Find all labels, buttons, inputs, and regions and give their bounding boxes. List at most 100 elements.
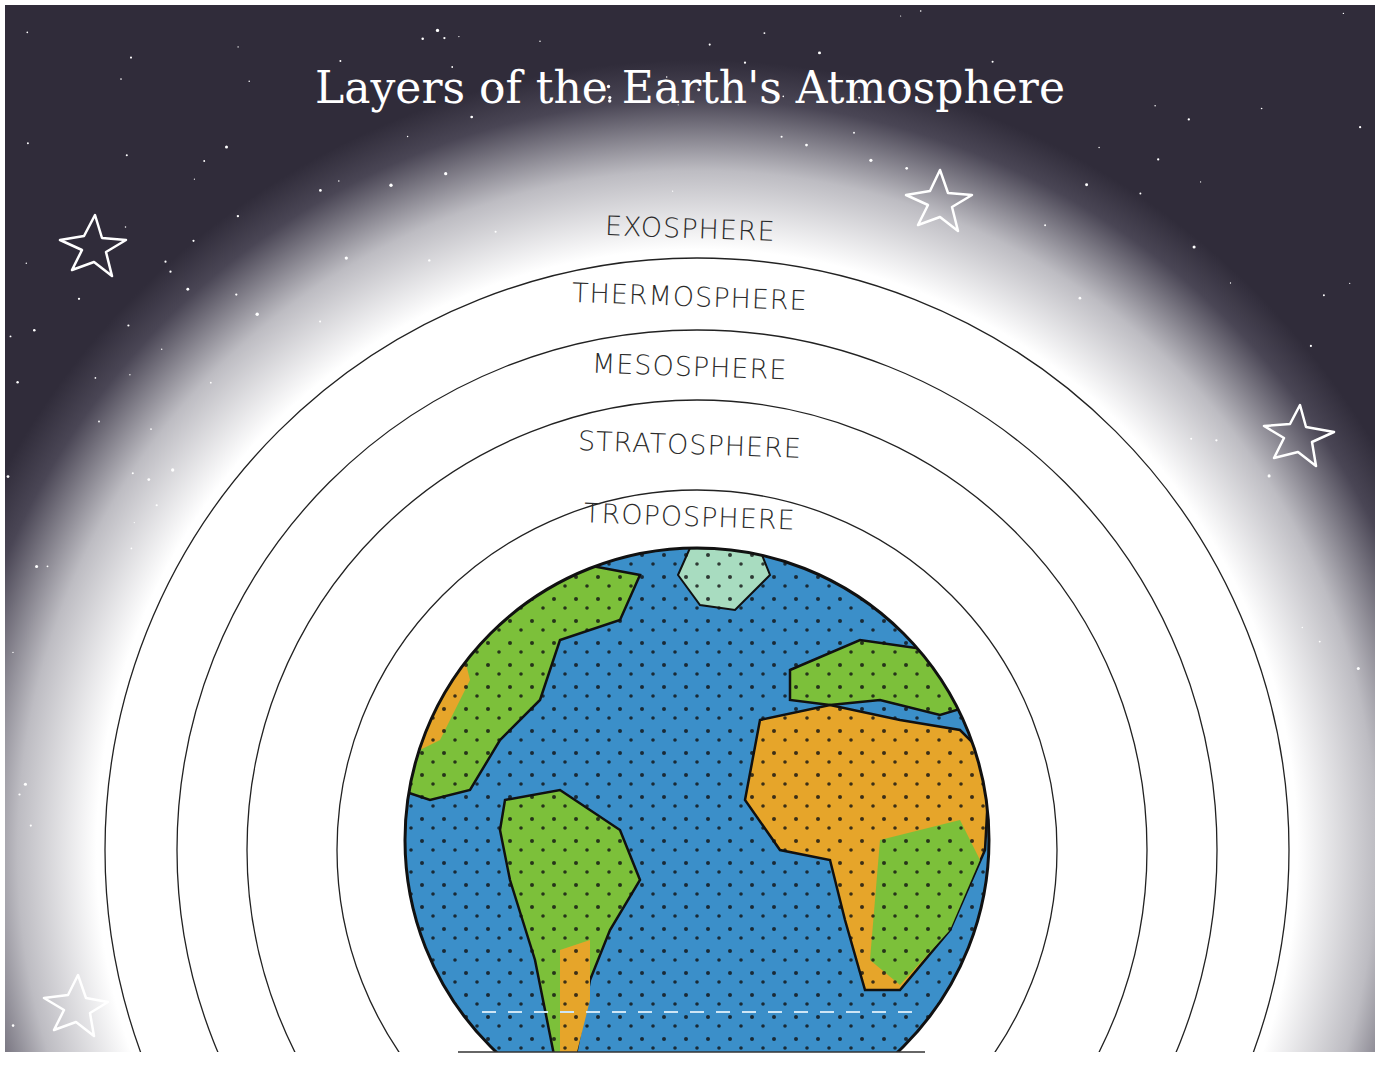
star-dot — [26, 262, 27, 263]
star-dot — [1193, 245, 1196, 248]
star-dot — [1349, 283, 1350, 284]
star-dot — [1230, 282, 1231, 283]
star-dot — [10, 335, 12, 337]
star-dot — [1323, 294, 1325, 296]
star-dot — [192, 240, 194, 242]
star-dot — [1268, 474, 1271, 477]
star-dot — [853, 132, 855, 134]
star-dot — [134, 522, 135, 523]
star-dot — [164, 261, 166, 263]
star-dot — [539, 40, 540, 41]
star-dot — [1310, 345, 1312, 347]
star-dot — [900, 15, 901, 16]
star-dot — [120, 78, 122, 80]
star-dot — [7, 475, 10, 478]
star-dot — [1139, 193, 1141, 195]
star-dot — [1154, 105, 1156, 107]
star-dot — [1357, 667, 1360, 670]
star-dot — [319, 321, 321, 323]
star-dot — [256, 313, 259, 316]
star-dot — [1157, 158, 1159, 160]
star-dot — [905, 167, 908, 170]
star-dot — [1359, 126, 1361, 128]
star-dot — [805, 144, 808, 147]
star-dot — [129, 374, 130, 375]
star-dot — [1319, 641, 1321, 643]
star-dot — [132, 472, 134, 474]
star-dot — [248, 81, 250, 83]
star-dot — [237, 46, 238, 47]
star-dot — [709, 44, 711, 46]
star-dot — [12, 1024, 15, 1027]
star-dot — [1215, 439, 1217, 441]
star-dot — [12, 652, 13, 653]
star-dot — [1085, 183, 1088, 186]
star-dot — [781, 136, 783, 138]
star-dot — [147, 478, 150, 481]
star-dot — [470, 116, 473, 119]
star-dot — [1190, 438, 1192, 440]
star-dot — [869, 159, 872, 162]
earth — [400, 540, 1000, 1052]
star-dot — [1188, 118, 1190, 120]
star-dot — [95, 377, 97, 379]
star-dot — [444, 172, 447, 175]
star-dot — [33, 329, 36, 332]
star-dot — [169, 271, 171, 273]
star-dot — [18, 793, 20, 795]
star-dot — [1200, 181, 1201, 182]
star-dot — [339, 60, 341, 62]
star-dot — [47, 565, 49, 567]
star-dot — [345, 256, 348, 259]
layer-label: EXOSPHERE — [605, 210, 777, 247]
star-dot — [818, 51, 821, 54]
star-dot — [1098, 147, 1099, 148]
diagram-title: Layers of the Earth's Atmosphere — [0, 62, 1380, 113]
star-dot — [319, 189, 322, 192]
star-dot — [421, 37, 424, 40]
star-dot — [130, 57, 132, 59]
star-dot — [407, 136, 408, 137]
star-dot — [156, 504, 158, 506]
star-dot — [161, 349, 162, 350]
star-dot — [127, 324, 129, 326]
star-dot — [26, 31, 28, 33]
star-dot — [78, 298, 80, 300]
star-dot — [672, 191, 673, 192]
star-dot — [443, 37, 445, 39]
star-dot — [458, 36, 459, 37]
star-dot — [16, 381, 18, 383]
star-dot — [186, 288, 189, 291]
star-dot — [225, 145, 228, 148]
star-dot — [171, 468, 174, 471]
star-dot — [194, 179, 195, 180]
star-dot — [1343, 13, 1344, 14]
dashed-line — [482, 1011, 912, 1013]
star-dot — [436, 29, 439, 32]
star-dot — [763, 32, 765, 34]
star-dot — [27, 142, 29, 144]
star-dot — [125, 226, 127, 228]
star-dot — [1302, 627, 1304, 629]
star-dot — [1044, 224, 1046, 226]
star-dot — [24, 783, 27, 786]
star-dot — [389, 184, 392, 187]
star-dot — [30, 825, 32, 827]
star-dot — [35, 565, 38, 568]
star-dot — [237, 215, 239, 217]
layer-band: EXOSPHERE — [605, 210, 777, 247]
star-dot — [428, 259, 430, 261]
star-dot — [1261, 108, 1263, 110]
star-dot — [235, 293, 237, 295]
star-dot — [126, 154, 128, 156]
star-dot — [920, 10, 922, 12]
star-dot — [338, 180, 340, 182]
star-dot — [1079, 297, 1082, 300]
star-dot — [131, 548, 133, 550]
star-dot — [210, 382, 212, 384]
star-dot — [98, 421, 100, 423]
star-dot — [150, 428, 152, 430]
star-dot — [495, 231, 497, 233]
